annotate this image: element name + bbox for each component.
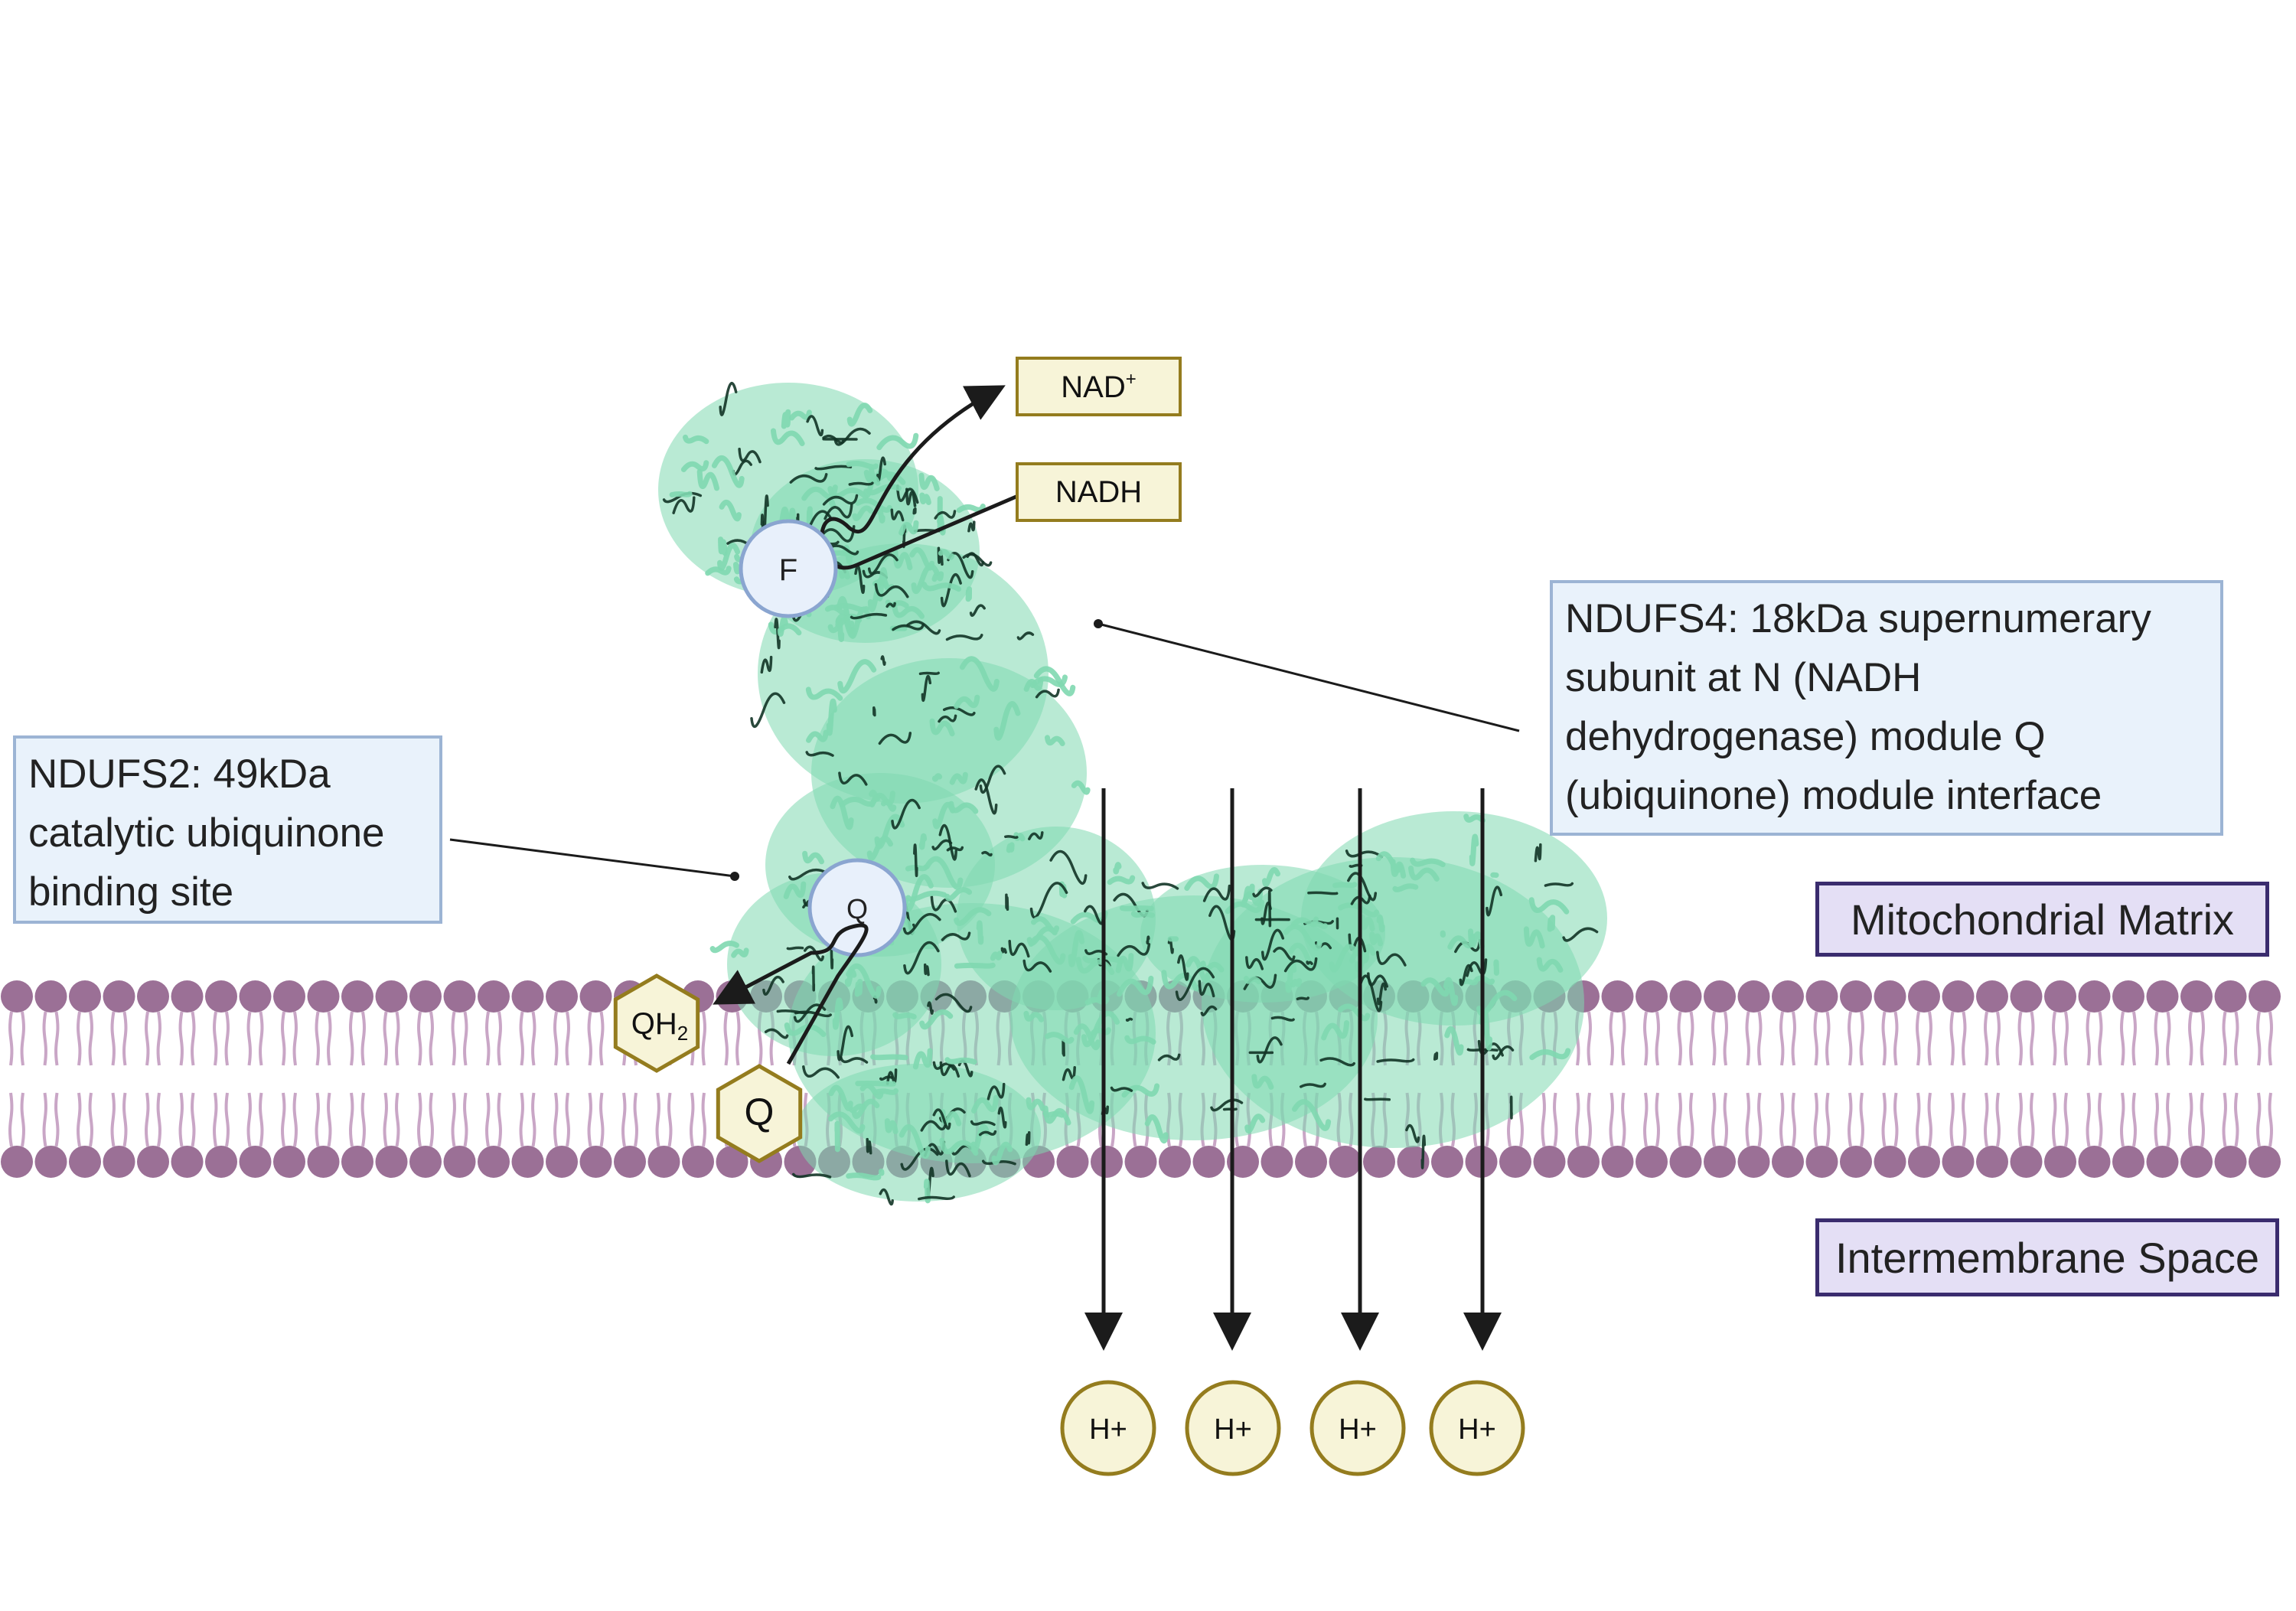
proton-label: H+	[1339, 1414, 1377, 1446]
q-hexagon-icon: Q	[716, 1064, 803, 1163]
nadh-label: NADH	[1055, 474, 1143, 509]
proton-label: H+	[1458, 1414, 1496, 1446]
proton-3: H+	[1309, 1380, 1406, 1476]
ndufs2-leader-dot	[730, 872, 739, 881]
proton-label: H+	[1214, 1414, 1252, 1446]
proton-4: H+	[1429, 1380, 1525, 1476]
nadh-box: NADH	[1016, 462, 1182, 522]
proton-pump-arrows	[1084, 788, 1502, 1351]
ndufs4-callout: NDUFS4: 18kDa supernumerary subunit at N…	[1550, 580, 2223, 836]
q-site-label: Q	[846, 893, 868, 925]
intermembrane-space-label-box: Intermembrane Space	[1815, 1218, 2279, 1296]
proton-group: H+ H+ H+ H+	[1060, 1380, 1525, 1476]
f-site-label: F	[779, 553, 797, 587]
ndufs4-leader-dot	[1094, 619, 1103, 628]
callout-leaders	[449, 619, 1520, 881]
qh2-label: QH2	[631, 1007, 688, 1045]
ndufs2-leader-line	[449, 838, 735, 878]
ndufs2-callout: NDUFS2: 49kDa catalytic ubiquinone bindi…	[13, 735, 442, 924]
intermembrane-space-label: Intermembrane Space	[1835, 1233, 2260, 1282]
proton-label: H+	[1089, 1414, 1127, 1446]
ndufs4-leader-line	[1097, 622, 1520, 732]
f-site-marker: F	[739, 519, 838, 618]
complex-i-protein-ribbon-icon	[658, 382, 1607, 1206]
qh2-hexagon-icon: QH2	[613, 973, 700, 1073]
q-label: Q	[745, 1091, 775, 1133]
ndufs4-callout-text: NDUFS4: 18kDa supernumerary subunit at N…	[1565, 596, 2151, 818]
mitochondrial-matrix-label: Mitochondrial Matrix	[1850, 895, 2235, 944]
proton-1: H+	[1060, 1380, 1156, 1476]
mitochondrial-matrix-label-box: Mitochondrial Matrix	[1815, 882, 2269, 957]
ndufs2-callout-text: NDUFS2: 49kDa catalytic ubiquinone bindi…	[28, 752, 385, 915]
q-reduction-arrow	[713, 923, 869, 1065]
nad-plus-label: NAD+	[1061, 368, 1137, 404]
q-site-marker: Q	[807, 858, 907, 957]
proton-2: H+	[1185, 1380, 1281, 1476]
nad-plus-box: NAD+	[1016, 357, 1182, 416]
